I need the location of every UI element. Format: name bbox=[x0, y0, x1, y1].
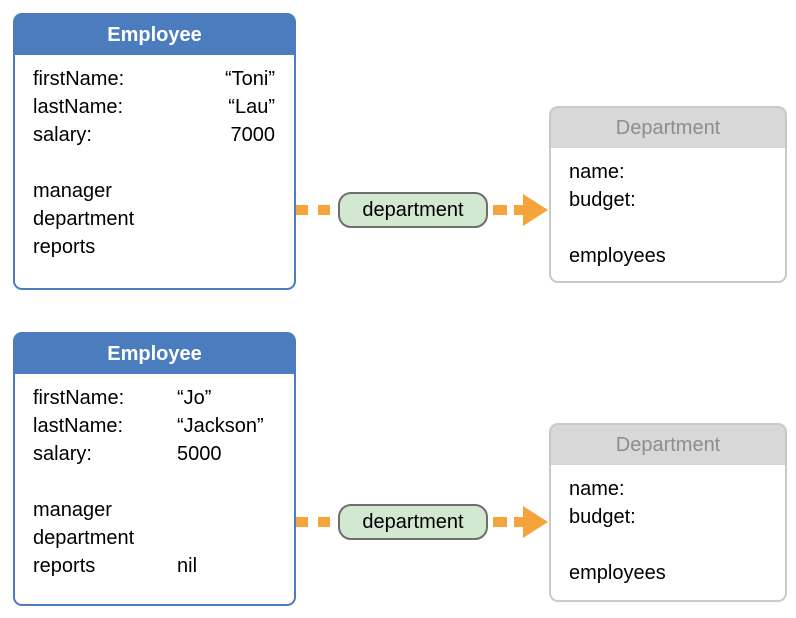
attribute-label: name: bbox=[569, 161, 625, 183]
dashed-line bbox=[488, 205, 514, 215]
relationship-row: manager bbox=[33, 177, 275, 205]
entity-title: Employee bbox=[15, 334, 294, 374]
entity-body: name: budget: employees bbox=[551, 148, 785, 281]
relationship-row: department bbox=[33, 205, 275, 233]
employee-entity-box: Employee firstName: “Toni” lastName: “La… bbox=[13, 13, 296, 290]
attribute-value: “Toni” bbox=[224, 68, 275, 90]
entity-title: Department bbox=[551, 425, 785, 465]
attribute-value: “Jackson” bbox=[177, 415, 264, 437]
relationship-label: manager bbox=[33, 180, 112, 202]
attribute-row: lastName: “Lau” bbox=[33, 93, 275, 121]
dashed-line bbox=[488, 517, 514, 527]
relationship-row: reports nil bbox=[33, 552, 275, 580]
attribute-value: “Jo” bbox=[177, 387, 212, 409]
relationship-label: reports bbox=[33, 555, 96, 577]
attribute-value: 7000 bbox=[230, 124, 276, 146]
attribute-label: budget: bbox=[569, 189, 636, 211]
relationship-pill-label: department bbox=[338, 504, 488, 540]
entity-title: Employee bbox=[15, 15, 294, 55]
attribute-label: firstName: bbox=[33, 68, 125, 90]
arrowhead-icon bbox=[514, 506, 548, 538]
relationship-label: department bbox=[33, 527, 135, 549]
entity-body: firstName: “Toni” lastName: “Lau” salary… bbox=[15, 55, 294, 288]
attribute-row: name: bbox=[569, 475, 766, 503]
attribute-row: salary: 7000 bbox=[33, 121, 275, 149]
blank-row bbox=[33, 468, 275, 496]
attribute-label: budget: bbox=[569, 506, 636, 528]
attribute-row: firstName: “Jo” bbox=[33, 384, 275, 412]
attribute-value: “Lau” bbox=[228, 96, 275, 118]
attribute-label: name: bbox=[569, 478, 625, 500]
attribute-row: salary: 5000 bbox=[33, 440, 275, 468]
attribute-label: firstName: bbox=[33, 387, 125, 409]
relationship-connector: department bbox=[296, 190, 549, 230]
relationship-label: manager bbox=[33, 499, 112, 521]
attribute-label: lastName: bbox=[33, 415, 124, 437]
blank-row bbox=[33, 149, 275, 177]
relationship-row: employees bbox=[569, 242, 766, 270]
relationship-row: reports bbox=[33, 233, 275, 261]
arrowhead-icon bbox=[514, 194, 548, 226]
attribute-label: salary: bbox=[33, 124, 92, 146]
attribute-value: 5000 bbox=[177, 443, 222, 465]
attribute-row: name: bbox=[569, 158, 766, 186]
relationship-label: employees bbox=[569, 245, 666, 267]
relationship-label: department bbox=[33, 208, 135, 230]
department-entity-box: Department name: budget: employees bbox=[549, 106, 787, 283]
blank-row bbox=[569, 531, 766, 559]
department-entity-box: Department name: budget: employees bbox=[549, 423, 787, 602]
relationship-label: reports bbox=[33, 236, 96, 258]
employee-entity-box: Employee firstName: “Jo” lastName: “Jack… bbox=[13, 332, 296, 606]
entity-title: Department bbox=[551, 108, 785, 148]
attribute-row: budget: bbox=[569, 186, 766, 214]
relationship-row: employees bbox=[569, 559, 766, 587]
relationship-row: manager bbox=[33, 496, 275, 524]
relationship-label: employees bbox=[569, 562, 666, 584]
relationship-pill-label: department bbox=[338, 192, 488, 228]
blank-row bbox=[569, 214, 766, 242]
relationship-value: nil bbox=[177, 555, 198, 577]
attribute-row: firstName: “Toni” bbox=[33, 65, 275, 93]
attribute-label: salary: bbox=[33, 443, 92, 465]
entity-body: name: budget: employees bbox=[551, 465, 785, 600]
attribute-label: lastName: bbox=[33, 96, 124, 118]
dashed-line bbox=[296, 517, 338, 527]
attribute-row: lastName: “Jackson” bbox=[33, 412, 275, 440]
attribute-row: budget: bbox=[569, 503, 766, 531]
relationship-row: department bbox=[33, 524, 275, 552]
relationship-connector: department bbox=[296, 502, 549, 542]
entity-body: firstName: “Jo” lastName: “Jackson” sala… bbox=[15, 374, 294, 604]
dashed-line bbox=[296, 205, 338, 215]
